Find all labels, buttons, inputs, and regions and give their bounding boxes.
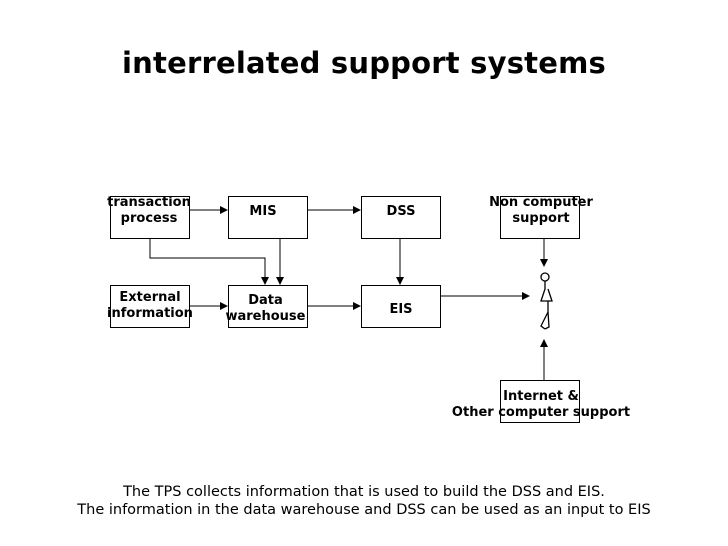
internet-support-label: Internet & Other computer support xyxy=(451,389,631,420)
non-computer-support-label: Non computer support xyxy=(489,195,593,226)
caption-line-2: The information in the data warehouse an… xyxy=(77,502,651,518)
dss-box xyxy=(361,196,441,239)
diagram-title: interrelated support systems xyxy=(122,46,606,80)
caption-line-1: The TPS collects information that is use… xyxy=(123,484,605,500)
external-information-label: External information xyxy=(107,290,193,321)
transaction-process-box xyxy=(110,196,190,239)
mis-label: MIS xyxy=(249,204,277,219)
data-warehouse-label: Data warehouse xyxy=(225,293,306,324)
internet-support-box xyxy=(500,380,580,423)
transaction-process-label: transaction process xyxy=(107,195,191,226)
eis-box xyxy=(361,285,441,328)
arrow-transaction-to-warehouse xyxy=(149,239,269,285)
eis-label: EIS xyxy=(389,302,413,317)
data-warehouse-box xyxy=(228,285,308,328)
person-icon xyxy=(540,272,553,330)
dss-label: DSS xyxy=(386,204,416,219)
external-information-box xyxy=(110,285,190,328)
mis-box xyxy=(228,196,308,239)
non-computer-support-box xyxy=(500,196,580,239)
